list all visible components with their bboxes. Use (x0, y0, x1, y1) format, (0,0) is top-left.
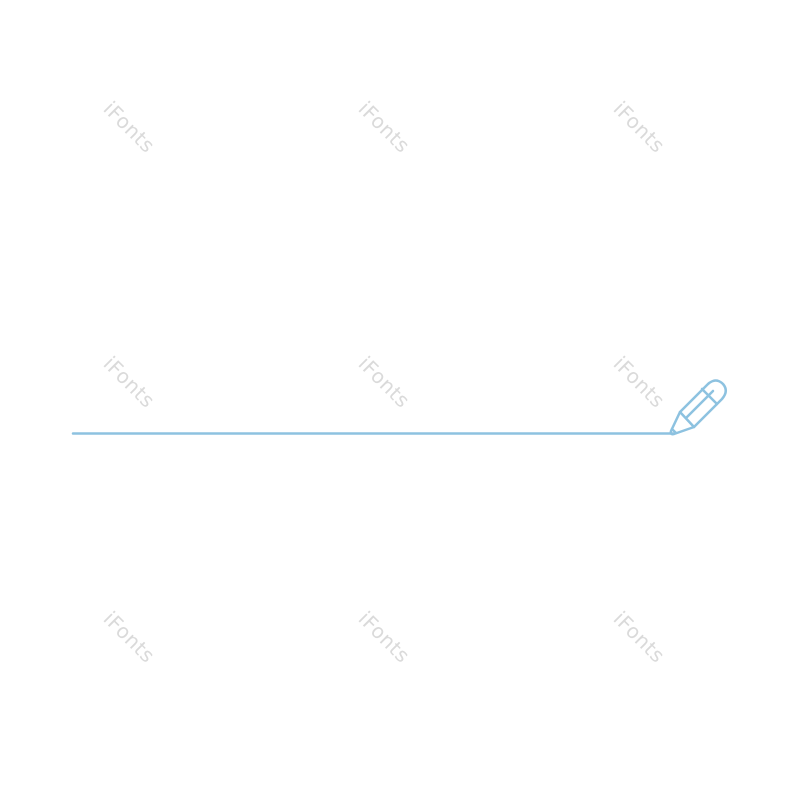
pencil-icon (669, 379, 727, 436)
pencil-ferrule (700, 387, 719, 406)
pencil-body (678, 379, 727, 429)
pencil-lead (670, 427, 678, 435)
pencil-tip (669, 410, 696, 436)
